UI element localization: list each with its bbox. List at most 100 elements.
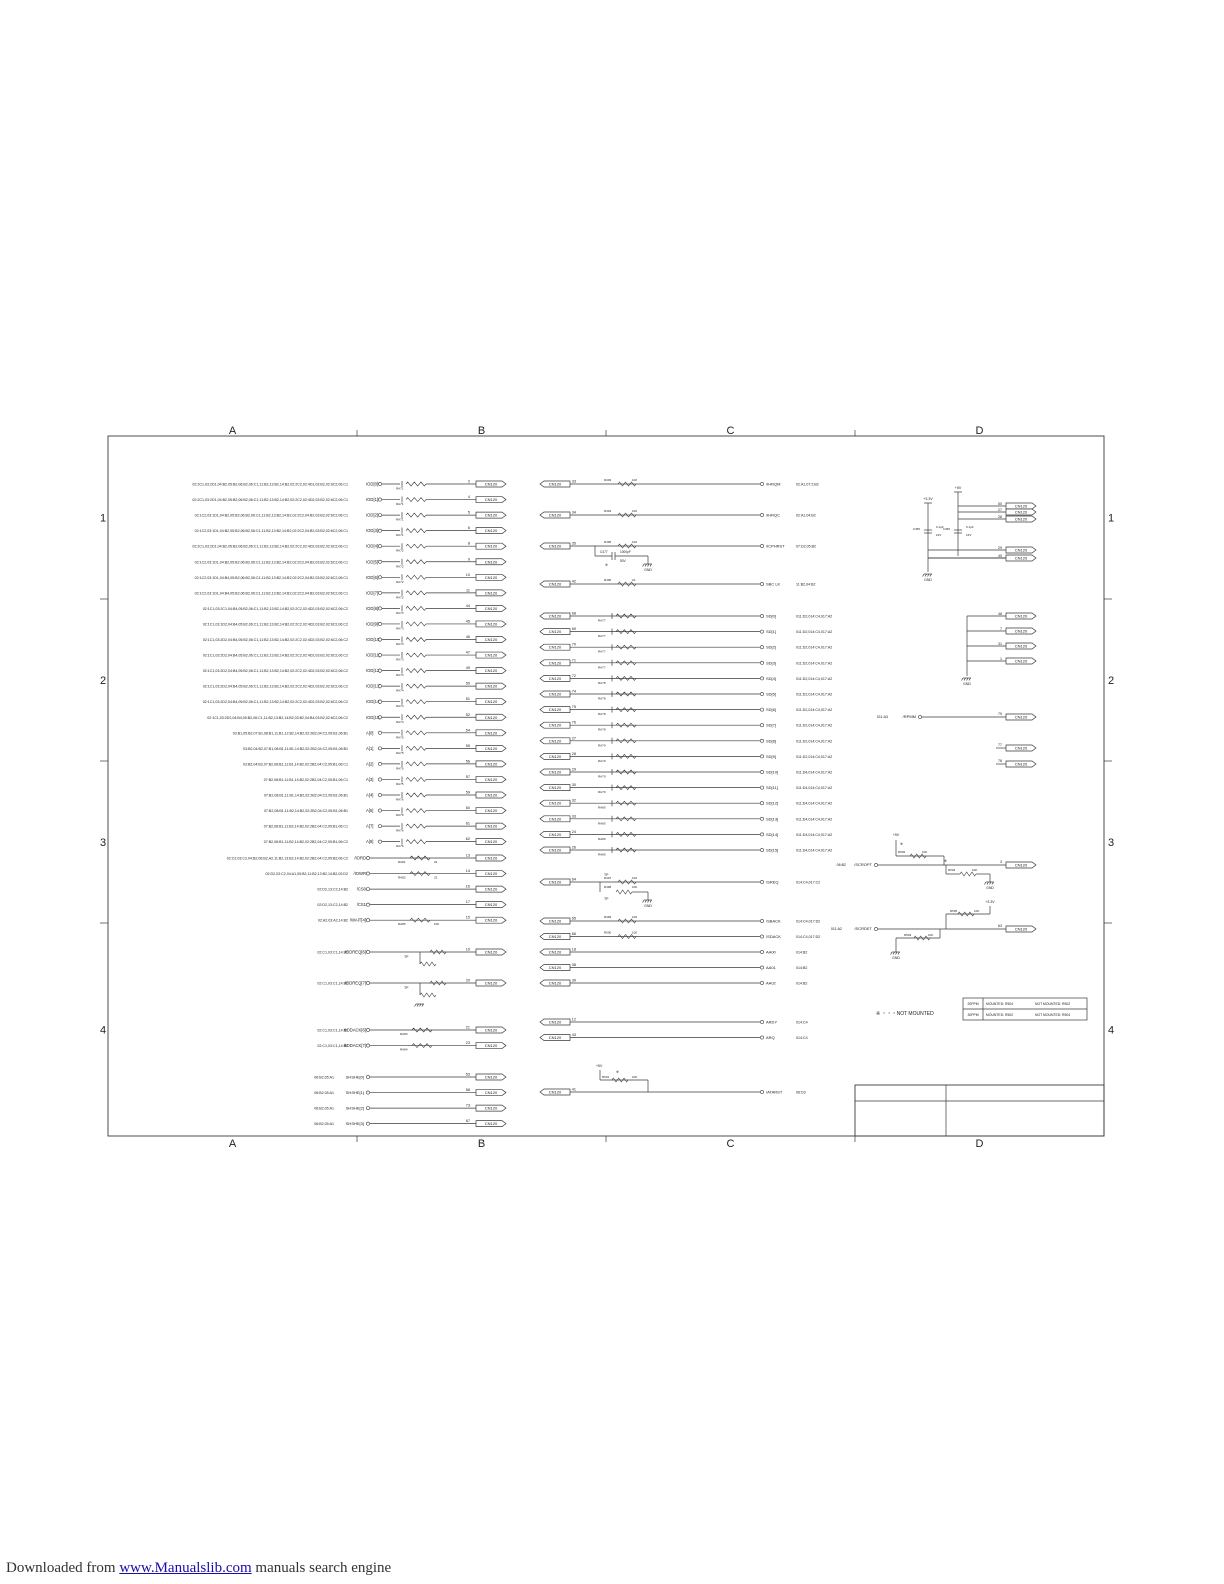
column-marker-bottom: A (229, 1138, 237, 1150)
port-circle (378, 808, 382, 813)
resistor-symbol (409, 871, 431, 877)
port-circle (378, 824, 382, 829)
capacitor-voltage: 50V (620, 559, 627, 563)
resistor-array-ref: RA72 (396, 595, 404, 599)
net-reference: 02:A1,07:2:B2 (796, 483, 819, 487)
pin-number: 11 (466, 588, 470, 592)
manualslib-link[interactable]: www.Manualslib.com (119, 1560, 252, 1576)
connector-label: CN120 (485, 590, 498, 595)
signal-name: SD[4] (766, 676, 776, 681)
connector-label: CN120 (485, 1043, 498, 1048)
connector-label: CN120 (485, 621, 498, 626)
resistor-ref: R499 (604, 915, 612, 919)
net-reference: 011:A3 (877, 715, 888, 719)
connector-label: CN120 (549, 1090, 562, 1095)
resistor-array-ref: RA73 (396, 642, 404, 646)
port-circle (760, 738, 764, 743)
connector-shape (475, 854, 507, 862)
pin-number: 33 (572, 480, 576, 484)
connector-label: CN120 (549, 544, 562, 549)
pin-number: 73 (466, 1104, 470, 1108)
resistor-array-symbol (405, 497, 427, 503)
port-circle (378, 513, 382, 518)
resistor-array-ref: RA73 (396, 626, 404, 630)
resistor-value: 22 (632, 578, 636, 582)
connector-shape (475, 901, 507, 908)
connector-label: CN120 (485, 637, 498, 642)
pin-number: 35 (572, 542, 576, 546)
signal-name: A[5] (366, 808, 373, 813)
resistor-value: 10K (632, 885, 637, 889)
ground-label: GND (963, 682, 971, 686)
port-circle (874, 927, 878, 931)
connector-shape (475, 979, 507, 987)
net-reference: 02:C1,03:C1,14:B2 (317, 1029, 348, 1033)
connector-label: CN120 (549, 919, 562, 924)
pin-number: 52 (466, 713, 470, 717)
pin-number: 55 (466, 744, 470, 748)
pin-number: 38 (572, 963, 576, 967)
net-reference: 02:1C1,03:2D2,04:B4,05:B2,06:C1,11:B2,13… (203, 685, 348, 689)
resistor-array-ref: RA73 (396, 611, 404, 615)
resistor-symbol (909, 853, 927, 859)
net-reference: 011:D2,014:C4,017:A2 (796, 724, 832, 728)
pin-number: 31 (998, 642, 1002, 646)
pin-number: 9 (468, 557, 470, 561)
supply-label: +5V (893, 833, 900, 837)
signal-name: SD[1] (766, 629, 776, 634)
ground-hatch (986, 881, 989, 885)
pin-number: 61 (466, 822, 470, 826)
resistor-array-ref: RA75 (396, 735, 404, 739)
connector-label: CN120 (549, 582, 562, 587)
pin-number: 60 (466, 806, 470, 810)
connector-label: CN120 (485, 793, 498, 798)
footer-prefix: Downloaded from (6, 1560, 120, 1576)
connector-label: CN120 (485, 1090, 498, 1095)
resistor-ref: R496 (604, 578, 612, 582)
net-reference: 07:B2,08:B1,11:B2,14:B2,02:2B2,04:C2,05:… (264, 825, 348, 829)
signal-name: SHSHE[3] (346, 1121, 364, 1126)
resistor-array-symbol (615, 691, 637, 697)
resistor-value: 100 (632, 915, 637, 919)
connector-label: CN120 (485, 528, 498, 533)
port-circle (378, 482, 382, 486)
not-mounted-mark: ※ (616, 1070, 619, 1074)
ground-hatch (922, 573, 925, 577)
port-circle (760, 582, 764, 586)
pin-number: 27 (572, 736, 576, 740)
signal-name: /SREQ (766, 880, 778, 885)
pin-number: 16 (466, 885, 470, 889)
resistor-symbol (617, 879, 637, 885)
resistor-value: 100 (632, 478, 637, 482)
pin-number: 46 (466, 635, 470, 639)
connector-label: CN120 (485, 684, 498, 689)
ground-hatch (924, 573, 927, 577)
signal-name: IOD[15] (366, 715, 380, 720)
connector-label: CN120 (485, 559, 498, 564)
resistor-array-symbol (405, 559, 427, 565)
ground-hatch (414, 1003, 417, 1007)
resistor-array-ref: RA76 (396, 829, 404, 833)
resistor-array-symbol (405, 761, 427, 767)
pin-number: 7 (1000, 627, 1002, 631)
net-reference: 014:C4 (796, 1036, 808, 1040)
pin-number: 72 (572, 674, 576, 678)
resistor-symbol (959, 871, 977, 877)
capacitor-value: 0.1μF (966, 525, 974, 529)
pin-number: 69 (572, 627, 576, 631)
ground-hatch (644, 899, 647, 903)
signal-name: /DDREQ[7] (345, 981, 366, 986)
pin-number: 42 (572, 580, 576, 584)
net-reference: 02:2C1,03:2D1,04:B2,05:B2,06:B2,06:C1,11… (192, 483, 348, 487)
port-circle (378, 497, 382, 502)
pin-number: 17 (466, 900, 470, 904)
port-circle (760, 1090, 764, 1094)
connector-label: CN120 (549, 723, 562, 728)
pin-number: 47 (466, 651, 470, 655)
net-reference: 02:1C1,03:1D2,04:B4,05:B2,06:C1,11:B2,13… (203, 622, 348, 626)
connector-shape (475, 636, 507, 643)
connector-shape (1005, 612, 1037, 620)
footer-suffix: manuals search engine (251, 1560, 392, 1576)
port-circle (760, 934, 764, 939)
